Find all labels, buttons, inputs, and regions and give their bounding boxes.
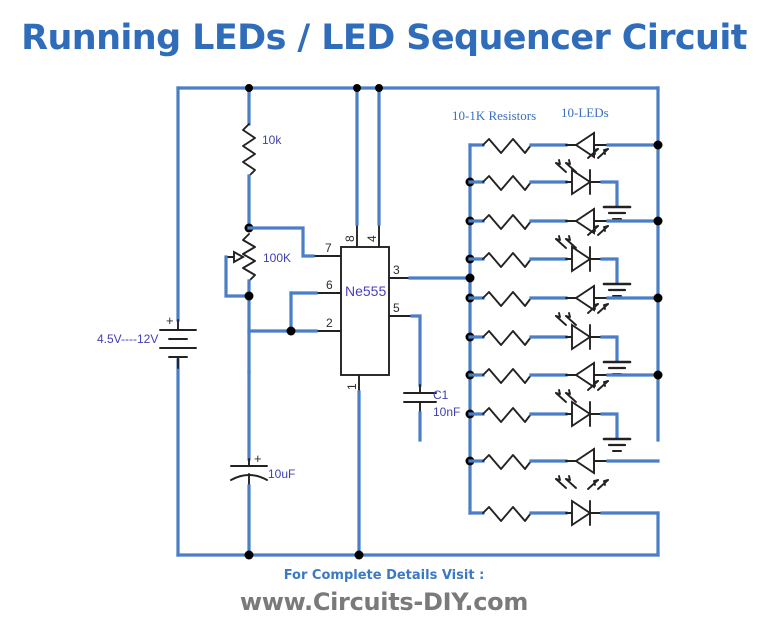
potentiometer-100k-label: 100K xyxy=(263,251,291,265)
led-row-5 xyxy=(465,284,663,326)
capacitor-10uf-plus-symbol: + xyxy=(254,451,262,466)
led-row-4 xyxy=(465,225,632,297)
led-glow-arrows xyxy=(555,235,577,249)
led-row-9 xyxy=(465,447,660,489)
led-row-10 xyxy=(468,479,660,527)
capacitor-10uf-label: 10uF xyxy=(268,467,295,481)
junction-dot xyxy=(653,140,663,150)
ground-symbol xyxy=(602,360,632,375)
ic-pin-8-label: 8 xyxy=(343,235,357,242)
power-rails xyxy=(176,86,660,557)
led-row-8 xyxy=(465,380,632,452)
led-row-6 xyxy=(465,303,632,375)
junction-dot xyxy=(653,293,663,303)
junction-dot xyxy=(286,326,296,336)
led-row-7 xyxy=(465,361,663,403)
led-glow-arrows xyxy=(587,148,609,159)
junction-dot xyxy=(465,273,475,283)
junction-dot xyxy=(354,550,364,560)
resistor-10k: 10k xyxy=(242,84,282,230)
ic-pin-5-label: 5 xyxy=(393,301,400,315)
led-row-3 xyxy=(465,207,663,249)
ic-pin-6-label: 6 xyxy=(326,278,333,292)
ic-pin-1-label: 1 xyxy=(345,383,359,390)
led-glow-arrows xyxy=(555,312,577,326)
ic-pin-7-label: 7 xyxy=(325,241,332,255)
capacitor-c1-value: 10nF xyxy=(433,405,460,419)
footer-website-url: www.Circuits-DIY.com xyxy=(239,588,529,616)
battery-4v5-12v: + 4.5V----12V xyxy=(97,313,197,369)
potentiometer-100k: 100K xyxy=(224,223,291,374)
led-glow-arrows xyxy=(587,225,609,236)
junction-dot xyxy=(244,550,254,560)
capacitor-c1: C1 10nF xyxy=(403,384,460,442)
ic-pin-2-label: 2 xyxy=(326,316,333,330)
resistor-10k-label: 10k xyxy=(262,133,282,147)
junction-dot xyxy=(245,84,253,92)
junction-dot xyxy=(375,84,383,92)
label-10-1k-resistors: 10-1K Resistors xyxy=(452,108,536,123)
junction-dot xyxy=(653,370,663,380)
led-glow-arrows xyxy=(587,479,609,490)
capacitor-c1-label: C1 xyxy=(433,388,449,402)
led-glow-arrows xyxy=(587,380,609,391)
led-row-1 xyxy=(468,131,663,173)
junction-dot xyxy=(353,84,361,92)
page-title: Running LEDs / LED Sequencer Circuit xyxy=(21,18,747,58)
ground-symbol xyxy=(602,282,632,297)
footer-visit-text: For Complete Details Visit : xyxy=(283,568,485,583)
ic-ne555: Ne555 8 4 7 6 2 xyxy=(247,84,472,560)
junction-dot xyxy=(244,291,254,301)
ground-symbol xyxy=(602,205,632,220)
led-row-2 xyxy=(465,148,632,220)
capacitor-10uf: + 10uF xyxy=(230,370,295,560)
led-glow-arrows xyxy=(555,475,577,489)
led-glow-arrows xyxy=(555,389,577,403)
ic-ne555-body xyxy=(340,246,390,376)
ic-pin-4-label: 4 xyxy=(365,235,379,242)
ic-ne555-name: Ne555 xyxy=(345,283,386,299)
led-glow-arrows xyxy=(587,303,609,314)
ic-pin-3-label: 3 xyxy=(393,263,400,277)
battery-plus-symbol: + xyxy=(166,313,174,328)
led-array-left-bus xyxy=(465,143,475,515)
junction-dot xyxy=(653,216,663,226)
label-10-leds: 10-LEDs xyxy=(561,105,609,120)
battery-label: 4.5V----12V xyxy=(97,332,158,346)
ground-symbol xyxy=(602,437,632,452)
